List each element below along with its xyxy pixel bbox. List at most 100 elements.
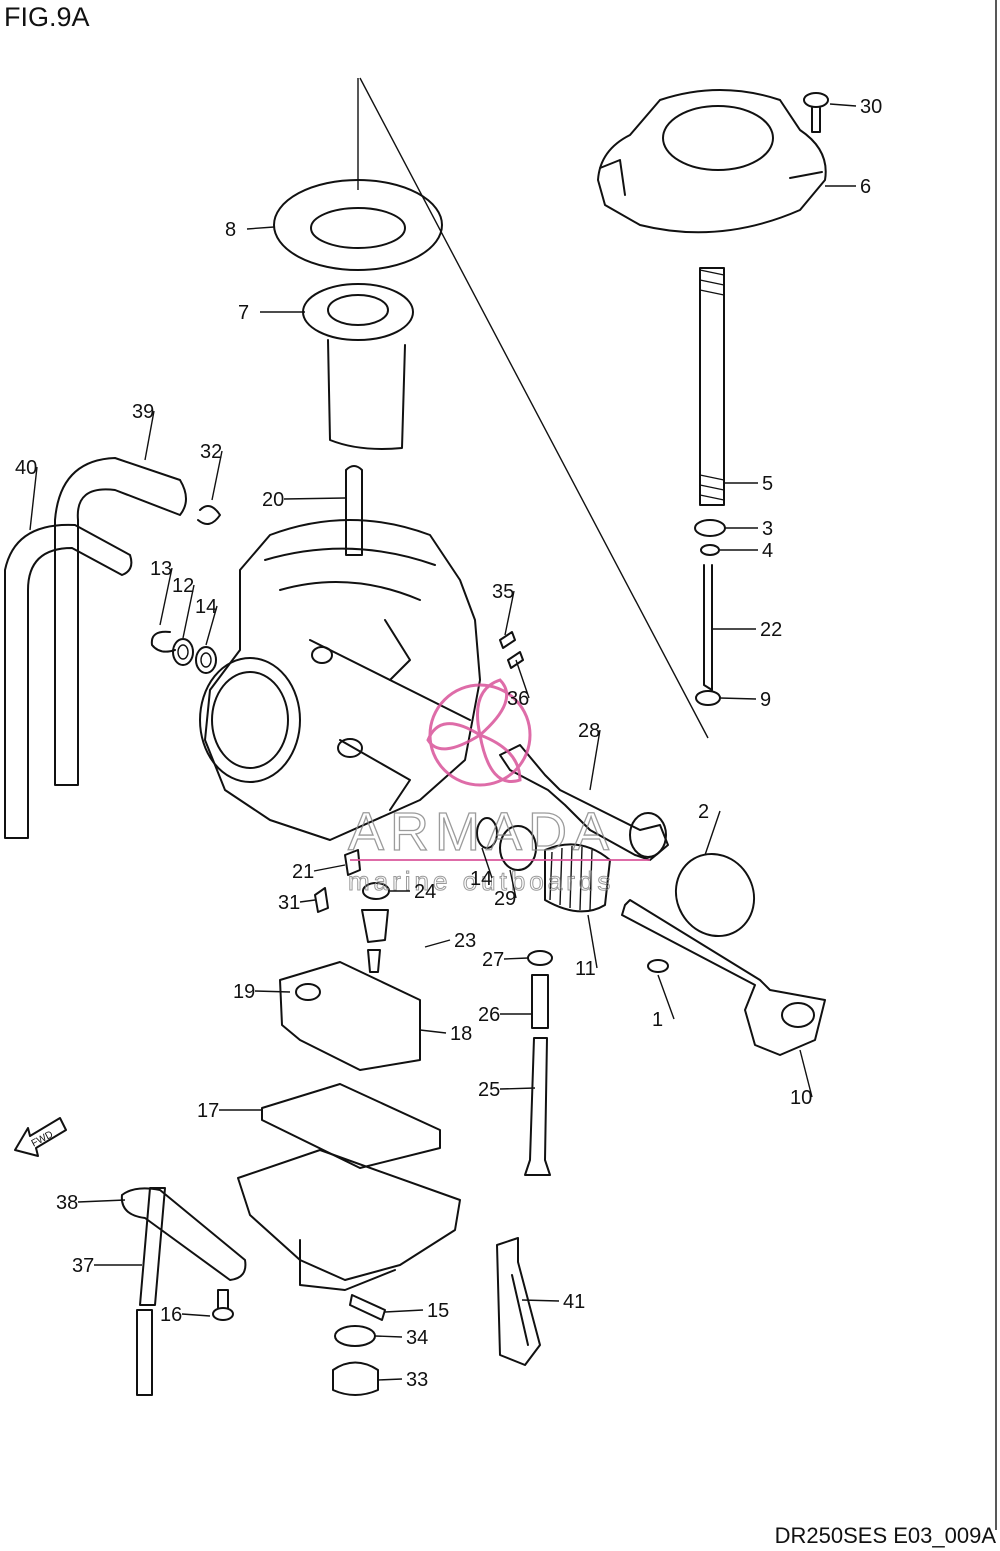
callout-30: 30 (860, 96, 882, 118)
callout-15: 15 (427, 1300, 449, 1322)
part-38-clamp (120, 1187, 247, 1281)
callout-7: 7 (238, 302, 249, 324)
callout-3: 3 (762, 518, 773, 540)
callout-leader-34 (374, 1335, 403, 1338)
callout-33: 33 (406, 1369, 428, 1391)
callout-leader-36 (515, 659, 530, 699)
part-11-spring (544, 843, 611, 913)
fwd-label: FWD (30, 1129, 55, 1149)
callout-22: 22 (760, 619, 782, 641)
part-32-clip (197, 505, 221, 525)
callout-leader-2 (704, 810, 721, 856)
leader-diagonal (359, 77, 709, 739)
part-37-hose (136, 1187, 166, 1396)
callout-2: 2 (698, 801, 709, 823)
callout-leader-30 (829, 103, 857, 107)
part-14a-washer (195, 646, 217, 674)
part-15-screw (349, 1294, 386, 1321)
callout-32: 32 (200, 441, 222, 463)
callout-leader-27 (503, 957, 529, 960)
callout-leader-15 (384, 1309, 424, 1313)
callout-40: 40 (15, 457, 37, 479)
callout-23: 23 (454, 930, 476, 952)
callout-41: 41 (563, 1291, 585, 1313)
part-2-diaphragm (674, 852, 756, 938)
part-5-spring (699, 267, 725, 506)
callout-20: 20 (262, 489, 284, 511)
callout-leader-11 (587, 914, 598, 969)
part-27-washer (527, 950, 553, 966)
part-23-jet (361, 909, 389, 973)
callout-10: 10 (790, 1087, 812, 1109)
part-30-screw (803, 92, 829, 133)
part-35-screw (499, 631, 516, 649)
part-34-oring (334, 1325, 376, 1347)
callout-26: 26 (478, 1004, 500, 1026)
callout-leader-14b (481, 847, 493, 879)
callout-leader-18 (419, 1029, 447, 1034)
callout-17: 17 (197, 1100, 219, 1122)
part-26-spring (531, 974, 549, 1029)
callout-leader-23 (424, 939, 451, 948)
part-14b-washer (476, 817, 498, 849)
callout-leader-41 (521, 1299, 560, 1302)
watermark-logo: ARMADA marine outboards (347, 678, 650, 897)
part-17-gasket (261, 1083, 441, 1169)
callout-leader-21 (313, 864, 346, 872)
callout-leader-38 (77, 1199, 126, 1203)
callout-25: 25 (478, 1079, 500, 1101)
callout-29: 29 (494, 888, 516, 910)
callout-leader-9 (719, 697, 757, 700)
callout-4: 4 (762, 540, 773, 562)
callout-leader-19 (254, 990, 291, 993)
part-6-top-cover (597, 89, 827, 234)
callout-8: 8 (225, 219, 236, 241)
callout-35: 35 (492, 581, 514, 603)
part-21-jet (344, 849, 361, 876)
callout-14b: 14 (470, 868, 492, 890)
float-bowl (237, 1149, 461, 1291)
part-41-bracket (496, 1237, 541, 1366)
callout-11: 11 (575, 958, 596, 980)
callout-leader-32 (211, 450, 223, 501)
callout-leader-10 (799, 1049, 813, 1098)
callout-leader-31 (299, 899, 316, 903)
part-12-washer (172, 638, 194, 666)
callout-14a: 14 (195, 596, 217, 618)
callout-leader-12 (182, 584, 195, 639)
part-25-screw (524, 1037, 551, 1176)
part-1-screw (647, 959, 669, 973)
callout-39: 39 (132, 401, 154, 423)
callout-leader-39 (144, 410, 155, 461)
callout-1: 1 (652, 1009, 663, 1031)
part-33-plug (332, 1361, 379, 1396)
part-3-washer (694, 519, 726, 537)
callout-24: 24 (414, 881, 436, 903)
part-4-clip (700, 544, 720, 556)
callout-9: 9 (760, 689, 771, 711)
part-40-hose (4, 523, 133, 839)
part-13-clip (150, 630, 176, 653)
part-31-screw (314, 887, 329, 913)
part-36-screw (507, 651, 524, 669)
part-39-hose (54, 457, 187, 786)
part-28-adjuster (499, 744, 669, 861)
callout-21: 21 (292, 861, 314, 883)
callout-leader-25 (499, 1087, 536, 1090)
callout-38: 38 (56, 1192, 78, 1214)
carburetor-body (199, 519, 481, 841)
figure-title: FIG.9A (4, 2, 90, 32)
part-18-float (279, 961, 421, 1071)
watermark-brand: ARMADA (348, 802, 615, 862)
callout-leader-16 (181, 1313, 211, 1317)
fwd-arrow-icon: FWD (14, 1117, 67, 1157)
part-7-piston-valve (302, 283, 414, 450)
figure-code: DR250SES E03_009A (774, 1523, 996, 1548)
callout-leader-8 (246, 226, 275, 230)
callout-34: 34 (406, 1327, 428, 1349)
part-9-washer (695, 690, 721, 706)
callout-leader-28 (589, 729, 601, 791)
callout-leader-33 (377, 1378, 403, 1381)
